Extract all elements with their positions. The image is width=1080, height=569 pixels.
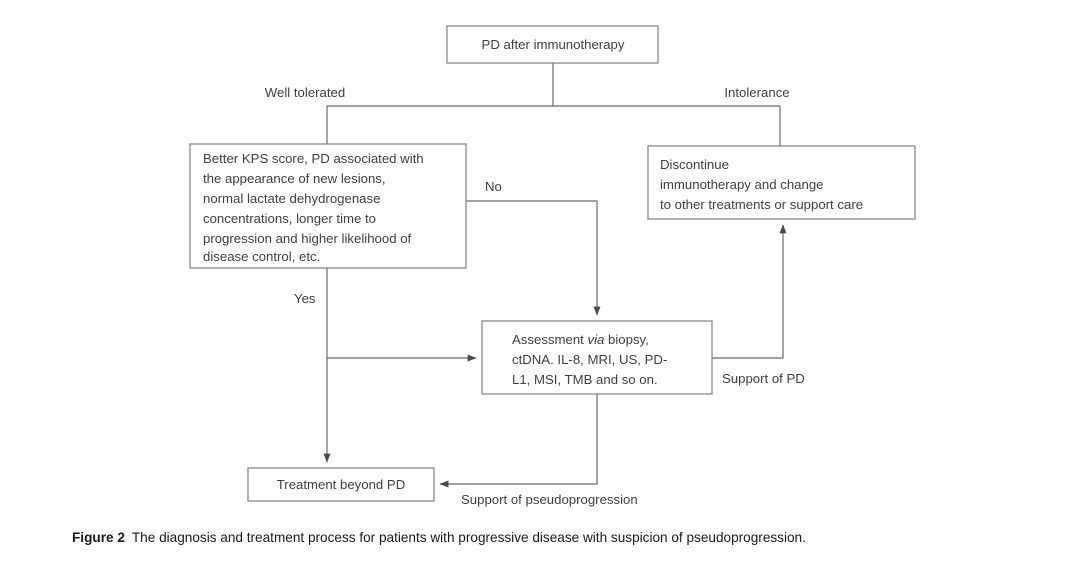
node-pd-after-immunotherapy (446, 25, 659, 64)
criteria-line-5: progression and higher likelihood of (203, 231, 412, 246)
criteria-line-1: Better KPS score, PD associated with (203, 151, 424, 166)
figure-caption: Figure 2 The diagnosis and treatment proc… (0, 528, 1080, 569)
figure-caption-label: Figure 2 (72, 530, 125, 545)
edge-label-yes: Yes (294, 291, 316, 306)
assessment-line-2: ctDNA. IL-8, MRI, US, PD- (512, 352, 667, 367)
assessment-line-3: L1, MSI, TMB and so on. (512, 372, 658, 387)
criteria-line-3: normal lactate dehydrogenase (203, 191, 380, 206)
edge-label-support-of-pd: Support of PD (722, 371, 805, 386)
connector-support-of-pd (712, 224, 787, 359)
connector-support-of-pseudoprogression (439, 394, 598, 488)
figure-caption-inner: Figure 2 The diagnosis and treatment proc… (60, 528, 1020, 547)
assessment-line-1-italic: via (588, 332, 605, 347)
node-label-pd-after-immunotherapy: PD after immunotherapy (482, 37, 625, 52)
criteria-line-6: disease control, etc. (203, 249, 320, 264)
discontinue-line-3: to other treatments or support care (660, 197, 863, 212)
node-treatment-beyond-pd (247, 467, 435, 502)
node-criteria-box (189, 143, 467, 269)
edge-label-well-tolerated: Well tolerated (265, 85, 345, 100)
figure-caption-text: The diagnosis and treatment process for … (131, 530, 806, 545)
edge-label-no: No (485, 179, 502, 194)
node-label-treatment-beyond-pd: Treatment beyond PD (277, 477, 406, 492)
assessment-line-1-pre: Assessment (512, 332, 588, 347)
node-discontinue-box (647, 145, 916, 220)
assessment-line-1-post: biopsy, (604, 332, 648, 347)
edge-label-support-of-pseudoprogression: Support of pseudoprogression (461, 492, 638, 507)
criteria-line-2: the appearance of new lesions, (203, 171, 386, 186)
assessment-line-1: Assessment via biopsy, (512, 332, 649, 347)
discontinue-line-2: immunotherapy and change (660, 177, 824, 192)
connector-no-branch (466, 200, 601, 316)
criteria-line-4: concentrations, longer time to (203, 211, 376, 226)
discontinue-line-1: Discontinue (660, 157, 729, 172)
node-assessment-box (481, 320, 713, 395)
edge-label-intolerance: Intolerance (724, 85, 789, 100)
